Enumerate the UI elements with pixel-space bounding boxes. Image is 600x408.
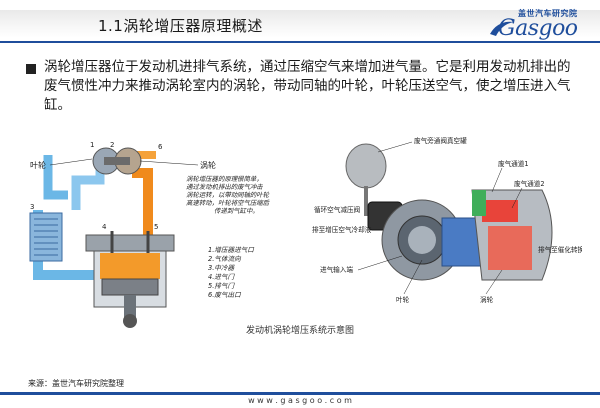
marker-1: 1 (90, 141, 94, 149)
exhaust-channel-shape (482, 200, 518, 222)
footer-url: w w w . g a s g o o . c o m (248, 396, 352, 405)
diagram-legend: 1.增压器进气口 2.气体流向 3.中冷器 4.进气门 5.排气门 6.废气出口 (208, 246, 254, 299)
label-impeller-right: 叶轮 (396, 295, 410, 304)
header-divider (0, 41, 600, 43)
description-text: 涡轮增压器的原理很简单， 通过发动机排出的废气冲击 涡轮运转，以带动同轴的叶轮 … (186, 175, 270, 215)
marker-5: 5 (154, 223, 158, 231)
page-title: 1.1涡轮增压器原理概述 (98, 17, 263, 35)
marker-6: 6 (158, 143, 163, 151)
label-exhaust-2: 废气通道2 (514, 179, 545, 188)
logo-en-text: Gasgoo (498, 16, 578, 41)
wastegate-canister-shape (345, 143, 387, 189)
cool-air-pipe-shape (71, 167, 105, 210)
figure-caption: 发动机涡轮增压系统示意图 (245, 326, 354, 336)
label-impeller-left: 叶轮 (30, 160, 46, 170)
legend-item: 2.气体流向 (208, 255, 242, 263)
turbo-shaft-shape (104, 157, 130, 165)
header: 1.1涡轮增压器原理概述 盖世汽车研究院 Gasgoo (0, 0, 600, 44)
source-note: 来源：盖世汽车研究院整理 (28, 379, 124, 388)
marker-4: 4 (102, 223, 107, 231)
actuator-rod-shape (364, 186, 368, 216)
legend-item: 4.进气门 (208, 273, 235, 281)
bullet-square (26, 64, 36, 74)
desc-line: 高速转动，叶轮将空气压缩后 (186, 199, 270, 207)
turbine-cut-shape (488, 226, 532, 270)
legend-item: 3.中冷器 (208, 264, 235, 272)
marker-2: 2 (110, 141, 114, 149)
body-paragraph: 涡轮增压器位于发动机进排气系统，通过压缩空气来增加进气量。它是利用发动机排出的废… (44, 59, 571, 113)
desc-line: 通过发动机排出的废气冲击 (186, 183, 263, 191)
desc-line: 传递到气缸中。 (214, 207, 259, 215)
crank-shape (123, 314, 137, 328)
label-turbine-left: 涡轮 (200, 160, 216, 170)
intake-pipe-shape (43, 155, 68, 200)
legend-item: 5.排气门 (208, 282, 235, 290)
turbo-cutaway-diagram: 废气旁通阀真空罐 废气通道1 废气通道2 循环空气减压阀 排至增压空气冷却液 进… (312, 136, 582, 304)
turbo-schematic-diagram: 1 2 6 3 4 5 叶轮 涡轮 涡轮增压器的原理很简单， 通过发动机排出的废… (29, 141, 270, 328)
compressor-wheel-shape (408, 226, 436, 254)
label-air-inlet: 进气输入端 (320, 265, 353, 274)
desc-line: 涡轮运转，以带动同轴的叶轮 (186, 191, 270, 199)
label-wastegate: 废气旁通阀真空罐 (414, 136, 467, 145)
center-housing-shape (441, 217, 483, 267)
combustion-chamber-shape (100, 253, 160, 279)
label-coolant: 排至增压空气冷却液 (312, 225, 372, 234)
legend-item: 1.增压器进气口 (208, 246, 254, 254)
marker-3: 3 (30, 203, 34, 211)
piston-shape (101, 278, 159, 296)
green-insert-shape (472, 190, 486, 216)
gasgoo-logo: 盖世汽车研究院 Gasgoo (488, 8, 592, 42)
leader-turbine (139, 160, 199, 166)
leader-impeller (49, 158, 93, 166)
logo-swoosh-icon (490, 21, 514, 36)
footer-divider (0, 392, 600, 395)
legend-item: 6.废气出口 (208, 291, 241, 299)
exhaust-pipe-shape (132, 168, 153, 243)
label-exhaust-1: 废气通道1 (498, 159, 529, 168)
logo-cn-text: 盖世汽车研究院 (518, 9, 578, 18)
label-recirc-valve: 循环空气减压阀 (314, 205, 360, 214)
cylinder-head-shape (85, 234, 175, 252)
desc-line: 涡轮增压器的原理很简单， (186, 175, 263, 183)
label-turbine-right: 涡轮 (480, 295, 494, 304)
label-catalyst: 排气至催化转换器 (538, 245, 582, 254)
